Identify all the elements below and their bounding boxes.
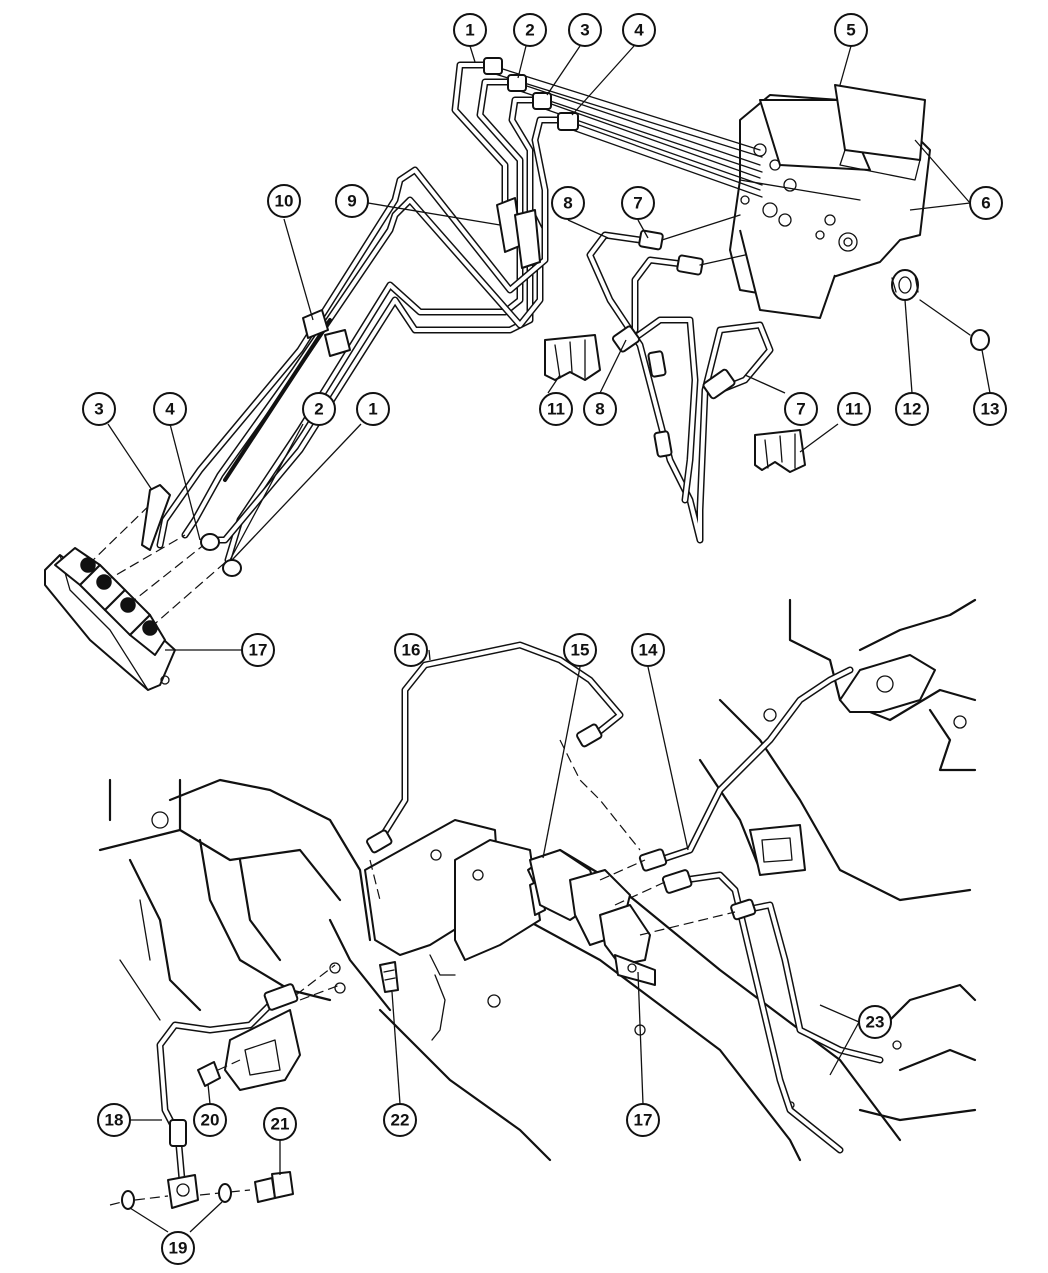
svg-text:5: 5 [846, 21, 855, 40]
banjo-bolt-21 [199, 1171, 294, 1203]
svg-text:22: 22 [391, 1111, 410, 1130]
callout-20: 20 [193, 1103, 227, 1137]
bolt-20 [197, 1059, 241, 1087]
svg-text:8: 8 [595, 400, 604, 419]
callout-4-top: 4 [622, 13, 656, 47]
svg-text:19: 19 [169, 1239, 188, 1258]
clip-11-left [544, 334, 601, 381]
svg-text:16: 16 [402, 641, 421, 660]
svg-text:11: 11 [547, 400, 565, 419]
svg-text:10: 10 [275, 192, 294, 211]
callout-2-bottom: 2 [302, 392, 336, 426]
callout-23: 23 [858, 1005, 892, 1039]
svg-text:17: 17 [249, 641, 268, 660]
callout-21: 21 [263, 1107, 297, 1141]
brake-tube-23 [614, 869, 884, 1154]
leader-lines [107, 45, 991, 1233]
svg-text:2: 2 [314, 400, 323, 419]
abs-hydraulic-control-unit [729, 84, 931, 319]
frame-rail-and-body [98, 598, 977, 1162]
callout-22: 22 [383, 1103, 417, 1137]
svg-text:1: 1 [368, 400, 377, 419]
callout-1-bottom: 1 [356, 392, 390, 426]
callout-14: 14 [631, 633, 665, 667]
callout-11-right: 11 [837, 392, 871, 426]
callout-3-bottom: 3 [82, 392, 116, 426]
brake-tubes-7-8 [586, 214, 774, 544]
callout-6: 6 [969, 186, 1003, 220]
svg-text:21: 21 [271, 1115, 290, 1134]
svg-text:3: 3 [94, 400, 103, 419]
callout-18: 18 [97, 1103, 131, 1137]
grommet-12 [891, 269, 919, 301]
svg-text:4: 4 [634, 21, 644, 40]
copper-washers-19 [109, 1183, 232, 1210]
callout-17-bottom: 17 [626, 1103, 660, 1137]
brake-tube-16 [366, 641, 641, 901]
svg-text:17: 17 [634, 1111, 653, 1130]
svg-text:2: 2 [525, 21, 534, 40]
callout-8-bottom: 8 [583, 392, 617, 426]
callout-5: 5 [834, 13, 868, 47]
svg-text:13: 13 [981, 400, 1000, 419]
callout-2-top: 2 [513, 13, 547, 47]
callout-10: 10 [267, 184, 301, 218]
callout-12: 12 [895, 392, 929, 426]
brake-tube-14 [599, 666, 854, 881]
junction-block-17-lower [529, 849, 656, 986]
callout-7-top: 7 [621, 186, 655, 220]
callout-8-top: 8 [551, 186, 585, 220]
svg-text:14: 14 [639, 641, 658, 660]
clip-11-right [754, 429, 806, 473]
svg-text:9: 9 [347, 192, 356, 211]
junction-block-17-upper [44, 484, 242, 691]
callout-13: 13 [973, 392, 1007, 426]
callout-7-bottom: 7 [784, 392, 818, 426]
svg-text:20: 20 [201, 1111, 220, 1130]
svg-text:12: 12 [903, 400, 922, 419]
bolt-13 [919, 299, 990, 351]
clip-22 [379, 961, 399, 993]
svg-text:18: 18 [105, 1111, 124, 1130]
callout-16: 16 [394, 633, 428, 667]
callout-11-left: 11 [539, 392, 573, 426]
callout-17-top: 17 [241, 633, 275, 667]
svg-text:7: 7 [633, 194, 642, 213]
brake-tube-bundle-upper [156, 57, 763, 564]
callout-1-top: 1 [453, 13, 487, 47]
svg-text:15: 15 [571, 641, 590, 660]
callout-3-top: 3 [568, 13, 602, 47]
svg-text:4: 4 [165, 400, 175, 419]
brake-hose-18 [156, 962, 346, 1209]
svg-text:23: 23 [866, 1013, 885, 1032]
svg-text:1: 1 [465, 21, 474, 40]
callout-4-bottom: 4 [153, 392, 187, 426]
callout-15: 15 [563, 633, 597, 667]
svg-text:6: 6 [981, 194, 990, 213]
svg-text:11: 11 [845, 400, 863, 419]
svg-text:3: 3 [580, 21, 589, 40]
callout-19: 19 [161, 1231, 195, 1265]
svg-text:7: 7 [796, 400, 805, 419]
svg-text:8: 8 [563, 194, 572, 213]
callout-9: 9 [335, 184, 369, 218]
